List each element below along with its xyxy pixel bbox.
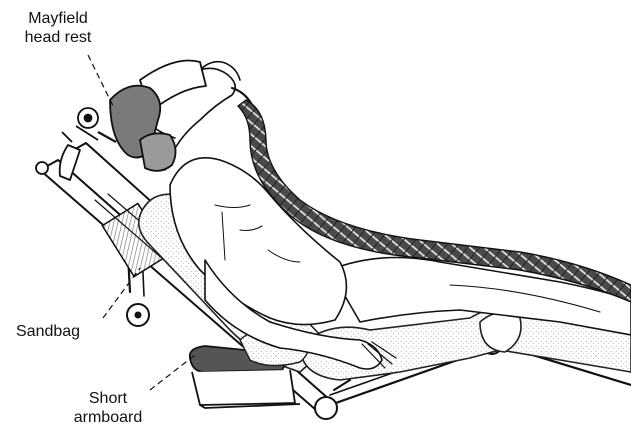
- label-armboard-line-1: Short: [58, 389, 158, 408]
- label-sandbag: Sandbag: [16, 322, 80, 341]
- label-mayfield-head-rest: Mayfield head rest: [0, 9, 116, 47]
- mayfield-head-rest: [60, 86, 176, 180]
- label-mayfield-line-2: head rest: [0, 28, 116, 47]
- label-sandbag-text: Sandbag: [16, 322, 80, 341]
- label-short-armboard: Short armboard: [58, 389, 158, 427]
- label-armboard-line-2: armboard: [58, 408, 158, 427]
- label-mayfield-line-1: Mayfield: [0, 9, 116, 28]
